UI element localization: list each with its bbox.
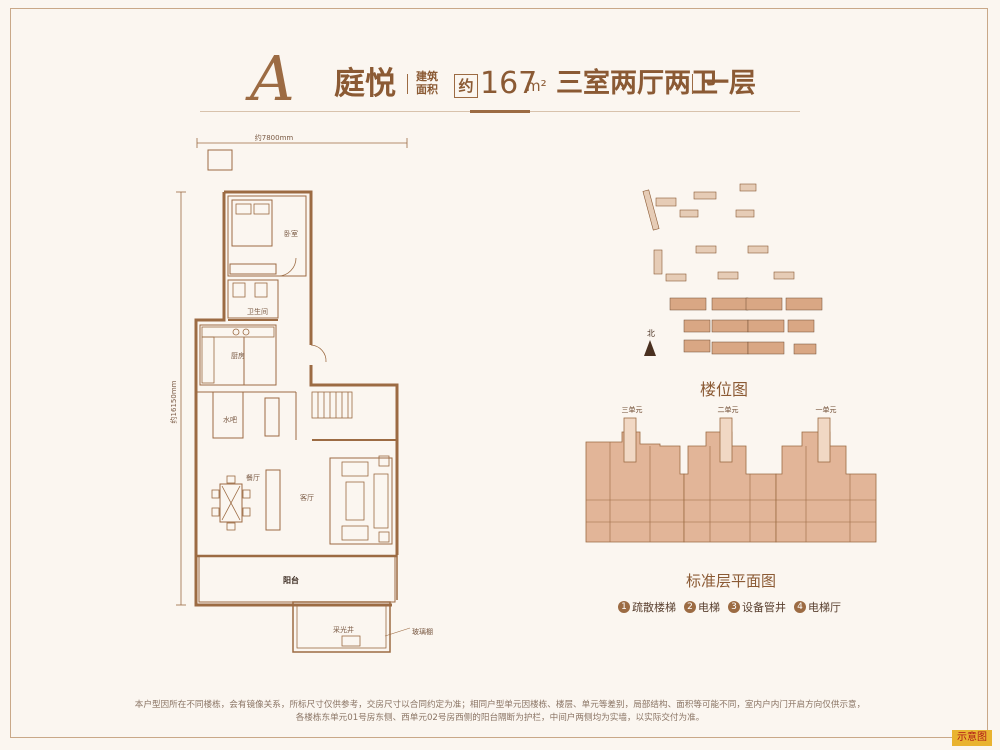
living-area [329, 457, 393, 545]
unit-label-2: 二单元 [718, 405, 739, 414]
lightwell-area [292, 601, 391, 653]
area-value: 167 [480, 66, 538, 101]
dim-width-label: 约7800mm [255, 133, 294, 142]
title-separator [407, 74, 408, 94]
stairs [311, 391, 353, 419]
armchair [341, 525, 369, 541]
sofa [373, 473, 389, 529]
kitchen-area [199, 324, 277, 386]
title-underline-accent [470, 110, 530, 113]
toilet [232, 282, 246, 298]
room-label-lightwell: 采光井 [333, 625, 354, 634]
border-frame [10, 8, 988, 738]
wall-outer [224, 190, 313, 345]
door-swing [277, 257, 297, 277]
schematic-stamp: 示意图 [952, 730, 992, 746]
site-map-title: 楼位图 [700, 380, 749, 399]
dining-table [219, 483, 243, 523]
site-map: 北 [642, 183, 823, 356]
sideboard [265, 469, 281, 531]
area-label-top: 建筑 [416, 70, 438, 83]
room-label-bathroom: 卫生间 [247, 307, 268, 316]
floor-label: 一层 [702, 68, 756, 99]
bathroom-area [227, 279, 279, 319]
armchair [341, 461, 369, 477]
coffee-table [345, 481, 365, 521]
approx-badge: 约 [454, 74, 478, 98]
wall-outer [194, 192, 392, 607]
wardrobe [229, 263, 277, 275]
bedroom-area [227, 195, 307, 277]
room-label-dining: 餐厅 [246, 473, 260, 482]
standard-floor-title: 标准层平面图 [686, 572, 777, 590]
room-label-bedroom: 卧室 [284, 229, 298, 238]
room-label-balcony: 阳台 [283, 575, 299, 585]
area-unit: m² [526, 77, 547, 95]
unit-label-1: 一单元 [816, 405, 837, 414]
sink [254, 282, 268, 298]
area-label: 建筑 面积 [416, 70, 450, 114]
bar-counter [212, 391, 244, 439]
wall-outer [309, 365, 399, 555]
room-config: 三室两厅两卫 [556, 68, 718, 99]
dim-depth-label: 约16150mm [169, 380, 178, 423]
room-label-living: 客厅 [300, 493, 314, 502]
title-separator [692, 74, 693, 94]
room-label-glass-canopy: 玻璃棚 [412, 627, 433, 636]
title-letter: A [250, 42, 295, 115]
area-label-bottom: 面积 [416, 83, 438, 96]
disclaimer-line: 本户型因所在不同楼栋，会有镜像关系，所标尺寸仅供参考，交房尺寸以合同约定为准；相… [134, 700, 866, 710]
door-swing [310, 344, 327, 363]
north-label: 北 [647, 329, 655, 338]
bed [231, 199, 273, 247]
disclaimer-line: 各楼栋东单元01号房东侧、西单元02号房西侧的阳台隔断为护栏，中间户两侧均为实墙… [295, 713, 705, 723]
unit-label-3: 三单元 [622, 405, 643, 414]
title-name: 庭悦 [334, 66, 396, 102]
room-label-bar: 水吧 [223, 415, 237, 424]
room-label-kitchen: 厨房 [231, 351, 245, 360]
kitchen-counter [201, 326, 275, 338]
disclaimer: 本户型因所在不同楼栋，会有镜像关系，所标尺寸仅供参考，交房尺寸以合同约定为准；相… [130, 699, 870, 725]
north-arrow-icon [644, 340, 656, 356]
entrance-icon [207, 149, 233, 171]
standard-floor-plan: 三单元 二单元 一单元 [585, 405, 877, 543]
